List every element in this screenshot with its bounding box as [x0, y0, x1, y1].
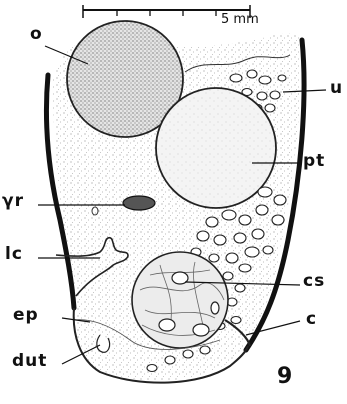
label-uterus: u: [330, 80, 343, 97]
label-laurers-canal: lc: [5, 246, 23, 263]
label-epidermis: ep: [13, 307, 39, 324]
label-cirrus-sac: cs: [303, 273, 325, 290]
label-duct: dut: [12, 353, 47, 370]
label-yolk-reservoir: γr: [2, 193, 24, 210]
label-prostate: pt: [303, 153, 325, 170]
label-cuticle: c: [306, 311, 317, 328]
label-ovary: o: [30, 26, 43, 43]
cirrus-sac: [132, 252, 228, 348]
yolk-reservoir: [123, 196, 155, 210]
figure-number: 9: [277, 366, 292, 388]
scale-bar-label: 5 mm: [221, 13, 259, 26]
